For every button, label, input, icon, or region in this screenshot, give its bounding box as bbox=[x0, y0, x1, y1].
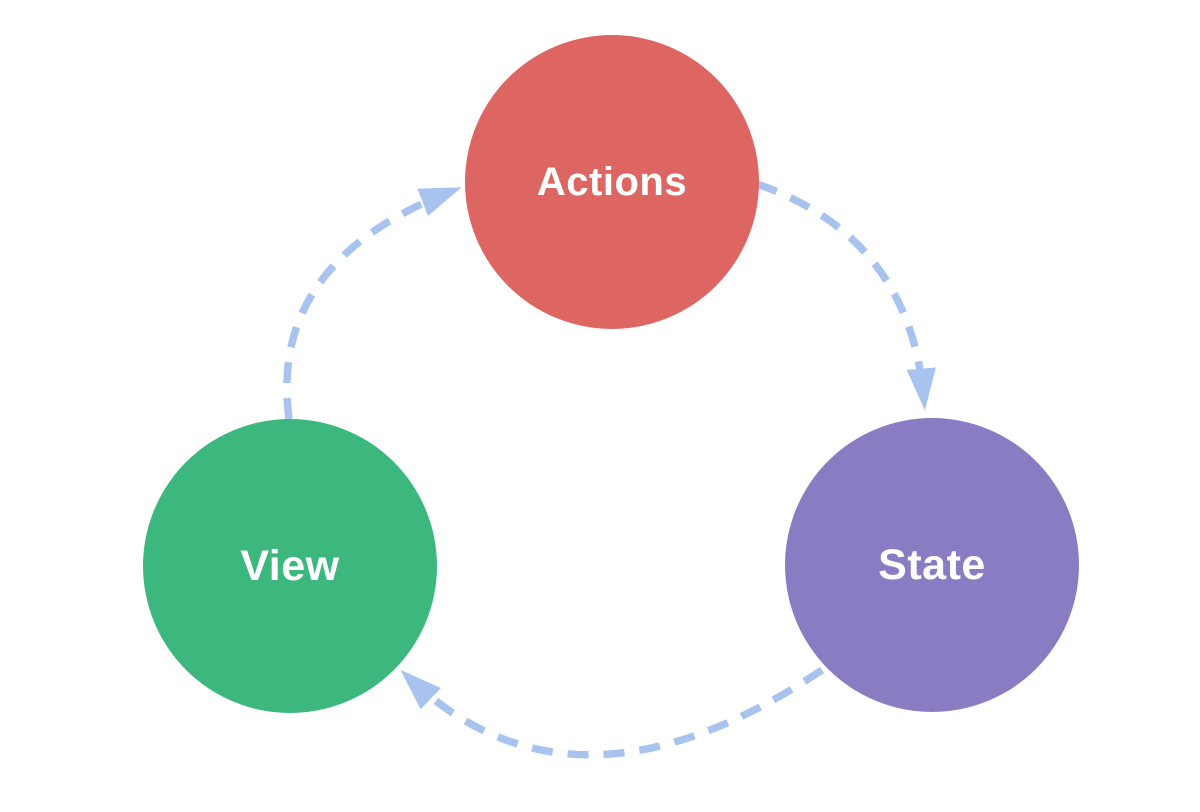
edge-state-to-view bbox=[400, 666, 825, 759]
node-view-label: View bbox=[240, 541, 340, 590]
node-actions-label: Actions bbox=[536, 159, 688, 204]
edge-view-to-actions bbox=[283, 187, 462, 420]
node-state: State bbox=[785, 418, 1079, 712]
node-state-label: State bbox=[878, 540, 986, 589]
node-view: View bbox=[143, 419, 437, 713]
edge-actions-to-state bbox=[755, 180, 936, 411]
node-actions: Actions bbox=[465, 35, 759, 329]
